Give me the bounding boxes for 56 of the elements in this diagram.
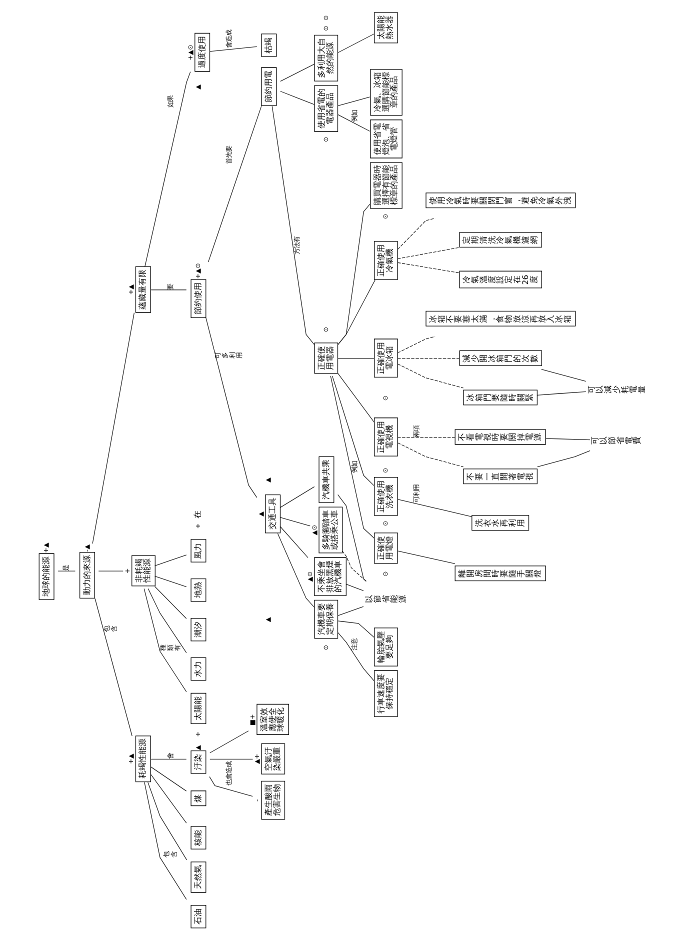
connector: [280, 517, 310, 526]
connector: [338, 494, 367, 582]
connector: [338, 620, 374, 638]
connector: [280, 64, 315, 82]
connector: [280, 486, 315, 508]
connector: [337, 114, 370, 132]
connector: [337, 606, 364, 616]
connector: [92, 312, 135, 544]
connector: [148, 588, 187, 654]
connector: [397, 336, 436, 354]
connector: [209, 776, 253, 797]
connector: [397, 358, 460, 359]
connector: [148, 782, 188, 860]
connector: [94, 598, 132, 736]
connector: [206, 318, 258, 498]
connector: [58, 570, 76, 572]
connector: [338, 632, 375, 682]
connector: [144, 782, 187, 900]
connector: [541, 368, 586, 382]
connector: [397, 499, 472, 517]
connector: [397, 247, 460, 260]
connector: [397, 364, 464, 388]
connector: [210, 758, 254, 760]
connector: [342, 550, 366, 582]
connector: [210, 46, 258, 52]
connector: [545, 438, 590, 440]
connector: [332, 376, 375, 486]
connector: [397, 442, 464, 468]
connector: [397, 218, 436, 250]
connector: [280, 90, 315, 105]
connector: [337, 96, 370, 106]
connector: [397, 262, 460, 274]
connector: [338, 204, 370, 346]
connector: [277, 533, 315, 608]
connector: [154, 586, 187, 619]
connector: [150, 774, 187, 824]
connector: [272, 106, 315, 346]
connector: [346, 584, 364, 591]
connector: [537, 391, 586, 396]
connector: [150, 766, 187, 792]
connector: [98, 570, 124, 572]
connector: [280, 526, 308, 558]
connector: [397, 550, 456, 564]
connector: [208, 106, 262, 262]
connector: [330, 376, 375, 539]
connector: [337, 358, 374, 359]
connector: [150, 758, 187, 760]
connector: [337, 372, 374, 423]
connector: [537, 450, 590, 468]
connector: [154, 576, 187, 588]
connector: [337, 34, 374, 54]
connector: [144, 588, 187, 692]
connector: [397, 436, 456, 438]
connector: [144, 71, 191, 268]
connector: [210, 730, 249, 754]
connector: [154, 554, 187, 566]
